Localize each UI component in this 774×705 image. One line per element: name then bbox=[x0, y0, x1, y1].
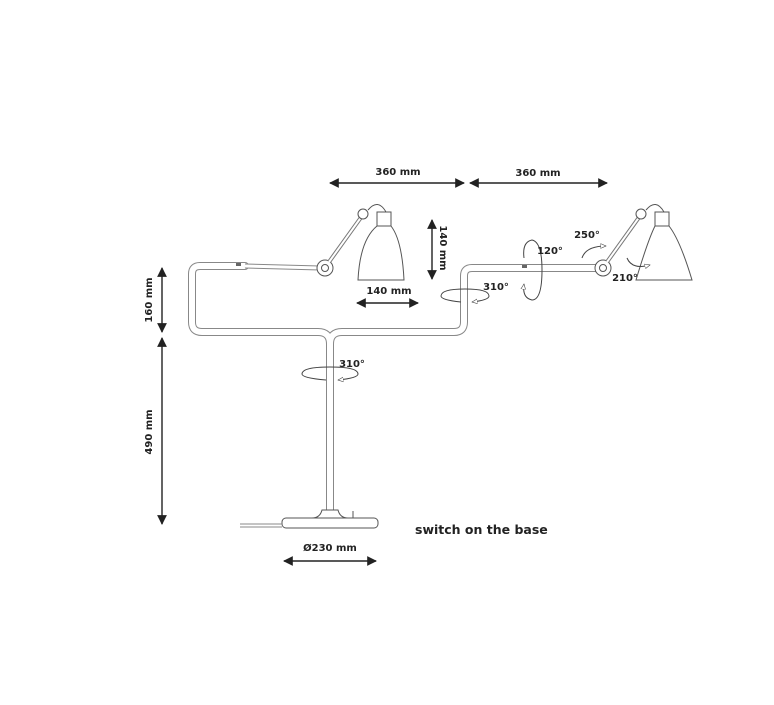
label-base-diameter: Ø230 mm bbox=[303, 542, 357, 554]
lamp-base bbox=[240, 509, 379, 529]
rotation-icon-stem bbox=[301, 366, 359, 380]
label-arm-reach-right: 360 mm bbox=[515, 168, 560, 179]
label-shade-width: 140 mm bbox=[366, 286, 411, 297]
lamp-frame bbox=[188, 262, 604, 519]
label-head-lower: 210° bbox=[612, 273, 638, 284]
rotation-icon-head-lower bbox=[626, 257, 650, 266]
label-upper-height: 160 mm bbox=[144, 277, 155, 322]
rotation-icon-right-arm bbox=[440, 288, 490, 302]
label-stem-swivel: 310° bbox=[339, 359, 365, 370]
label-head-upper: 250° bbox=[574, 230, 600, 241]
switch-note: switch on the base bbox=[415, 522, 548, 537]
label-shade-height: 140 mm bbox=[437, 225, 448, 270]
label-right-arm-tilt: 120° bbox=[537, 246, 563, 257]
right-lamp-head bbox=[594, 204, 693, 281]
rotation-icon-head-upper bbox=[581, 246, 606, 259]
label-lower-height: 490 mm bbox=[144, 409, 155, 454]
label-right-arm-swivel: 310° bbox=[483, 282, 509, 293]
label-arm-reach-left: 360 mm bbox=[375, 167, 420, 178]
rotation-icon-tilt bbox=[524, 239, 543, 301]
left-lamp-head bbox=[316, 204, 405, 281]
